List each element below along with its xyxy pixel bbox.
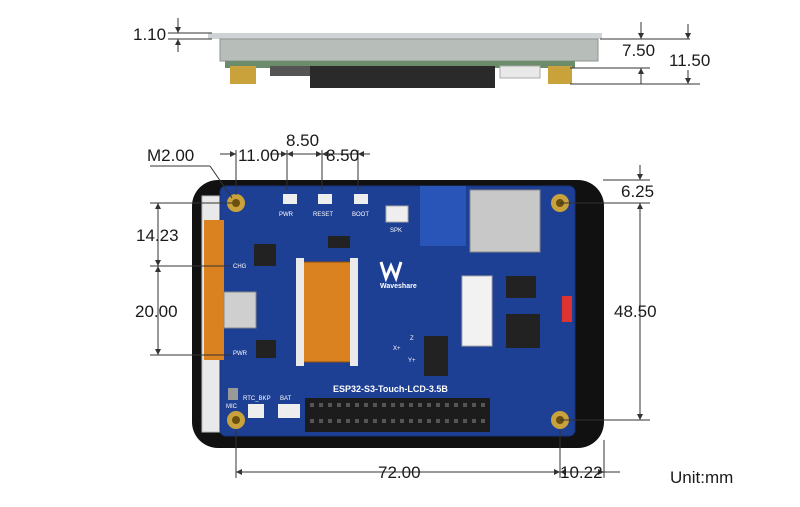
label-model: ESP32-S3-Touch-LCD-3.5B <box>333 384 448 394</box>
dim-hole-to-pwr: 11.00 <box>238 146 280 165</box>
board-view: PWR RESET BOOT SPK CHG PWR MIC RTC_BKP B… <box>192 180 604 448</box>
speaker-connector <box>385 205 409 223</box>
pin-header <box>305 398 490 432</box>
red-switch <box>562 296 572 322</box>
label-rtc-backup: RTC_BKP <box>243 396 271 402</box>
dim-right-top-offset: 6.25 <box>621 182 655 201</box>
side-standoff-right <box>548 66 572 84</box>
label-charge-led: CHG <box>233 264 247 270</box>
chip <box>254 244 276 266</box>
unit-label: Unit:mm <box>670 468 734 487</box>
boot-button <box>354 194 368 204</box>
dimension-arrows <box>155 151 643 475</box>
label-power-led: PWR <box>233 351 248 357</box>
dim-side-total-height: 11.50 <box>669 51 711 70</box>
side-connector-right <box>499 65 541 79</box>
label-pwr-button: PWR <box>279 212 294 218</box>
label-axis-y: Y+ <box>408 358 416 364</box>
dim-bottom-right-offset: 10.22 <box>560 463 603 482</box>
flex-cable <box>204 220 224 360</box>
label-speaker: SPK <box>390 228 402 234</box>
dimension-lines <box>150 150 650 478</box>
chip <box>424 336 448 376</box>
pwr-button <box>283 194 297 204</box>
reset-button <box>318 194 332 204</box>
label-battery: BAT <box>280 396 292 402</box>
side-pcb-layer <box>225 61 575 68</box>
fpc-cable <box>299 261 356 363</box>
dim-side-body-height: 7.50 <box>622 41 656 60</box>
side-view <box>168 18 700 88</box>
label-brand: Waveshare <box>380 283 417 290</box>
fpc-latch-left <box>296 258 304 366</box>
label-axis-x: X+ <box>393 346 401 352</box>
dim-left-spacing: 20.00 <box>135 302 178 321</box>
chip <box>256 340 276 358</box>
side-lcd-layer <box>219 38 599 62</box>
dim-mount-hole: M2.00 <box>147 146 195 165</box>
dim-reset-to-boot: 8.50 <box>326 146 360 165</box>
rtc-connector <box>248 404 264 418</box>
chip <box>506 276 536 298</box>
chip <box>506 314 540 348</box>
side-pin-header <box>310 66 495 88</box>
side-component <box>270 66 310 76</box>
mic <box>228 388 238 400</box>
dim-right-hole-spacing: 48.50 <box>614 302 657 321</box>
fpc-small <box>461 275 493 347</box>
usb-c-port <box>223 291 257 329</box>
chip <box>328 236 350 248</box>
label-boot-button: BOOT <box>352 212 369 218</box>
dim-side-top-thickness: 1.10 <box>133 25 167 44</box>
pin-header-pins <box>310 403 485 423</box>
label-mic: MIC <box>226 404 238 410</box>
side-connector-left <box>230 66 256 84</box>
fpc-latch-right <box>350 258 358 366</box>
waveshare-logo-icon <box>379 261 403 283</box>
battery-connector <box>278 404 300 418</box>
dim-left-upper-offset: 14.23 <box>136 226 179 245</box>
dim-pwr-to-reset: 8.50 <box>286 131 320 150</box>
side-glass-layer <box>208 33 602 39</box>
label-reset-button: RESET <box>313 212 333 218</box>
antenna-area <box>420 186 466 246</box>
label-axis-z: Z <box>410 336 414 342</box>
sd-card-slot <box>469 189 541 253</box>
dim-bottom-hole-spacing: 72.00 <box>378 463 421 482</box>
